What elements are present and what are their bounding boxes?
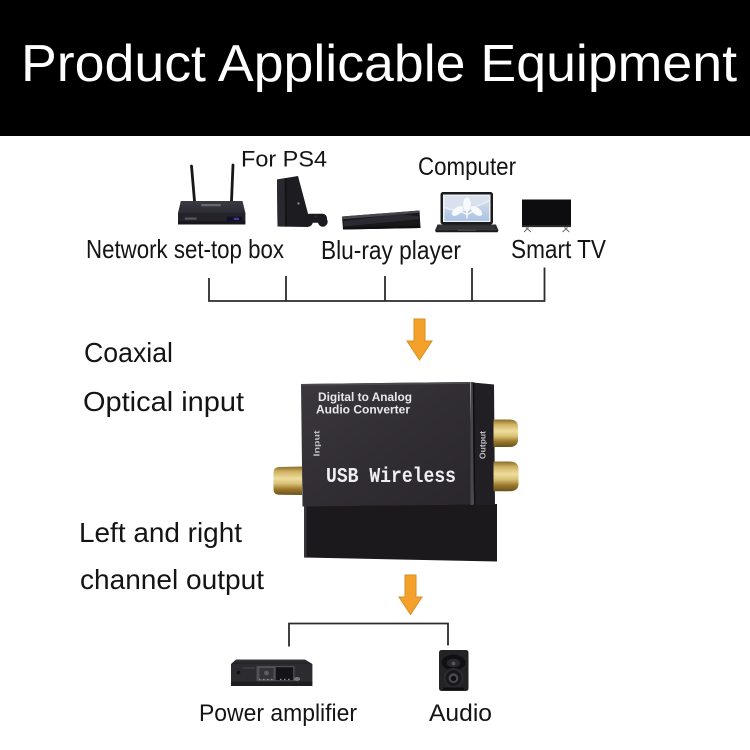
svg-text:Network set-top box: Network set-top box — [86, 234, 284, 264]
svg-text:Smart TV: Smart TV — [511, 234, 607, 264]
svg-text:Input: Input — [312, 430, 322, 456]
svg-text:Product Applicable Equipment: Product Applicable Equipment — [21, 35, 738, 93]
svg-text:Digital to Analog: Digital to Analog — [318, 392, 412, 404]
svg-text:Left and right: Left and right — [79, 517, 242, 548]
svg-text:USB Wireless: USB Wireless — [326, 466, 456, 489]
svg-text:Audio: Audio — [429, 700, 492, 727]
svg-text:Coaxial: Coaxial — [84, 337, 173, 368]
svg-text:For PS4: For PS4 — [241, 147, 327, 172]
svg-text:Optical input: Optical input — [83, 386, 244, 417]
svg-text:Audio Converter: Audio Converter — [316, 405, 411, 417]
svg-text:Computer: Computer — [418, 153, 516, 181]
svg-text:channel output: channel output — [80, 564, 264, 595]
svg-text:Blu-ray player: Blu-ray player — [321, 235, 461, 265]
svg-text:Output: Output — [478, 431, 488, 459]
svg-text:Power amplifier: Power amplifier — [199, 700, 357, 727]
